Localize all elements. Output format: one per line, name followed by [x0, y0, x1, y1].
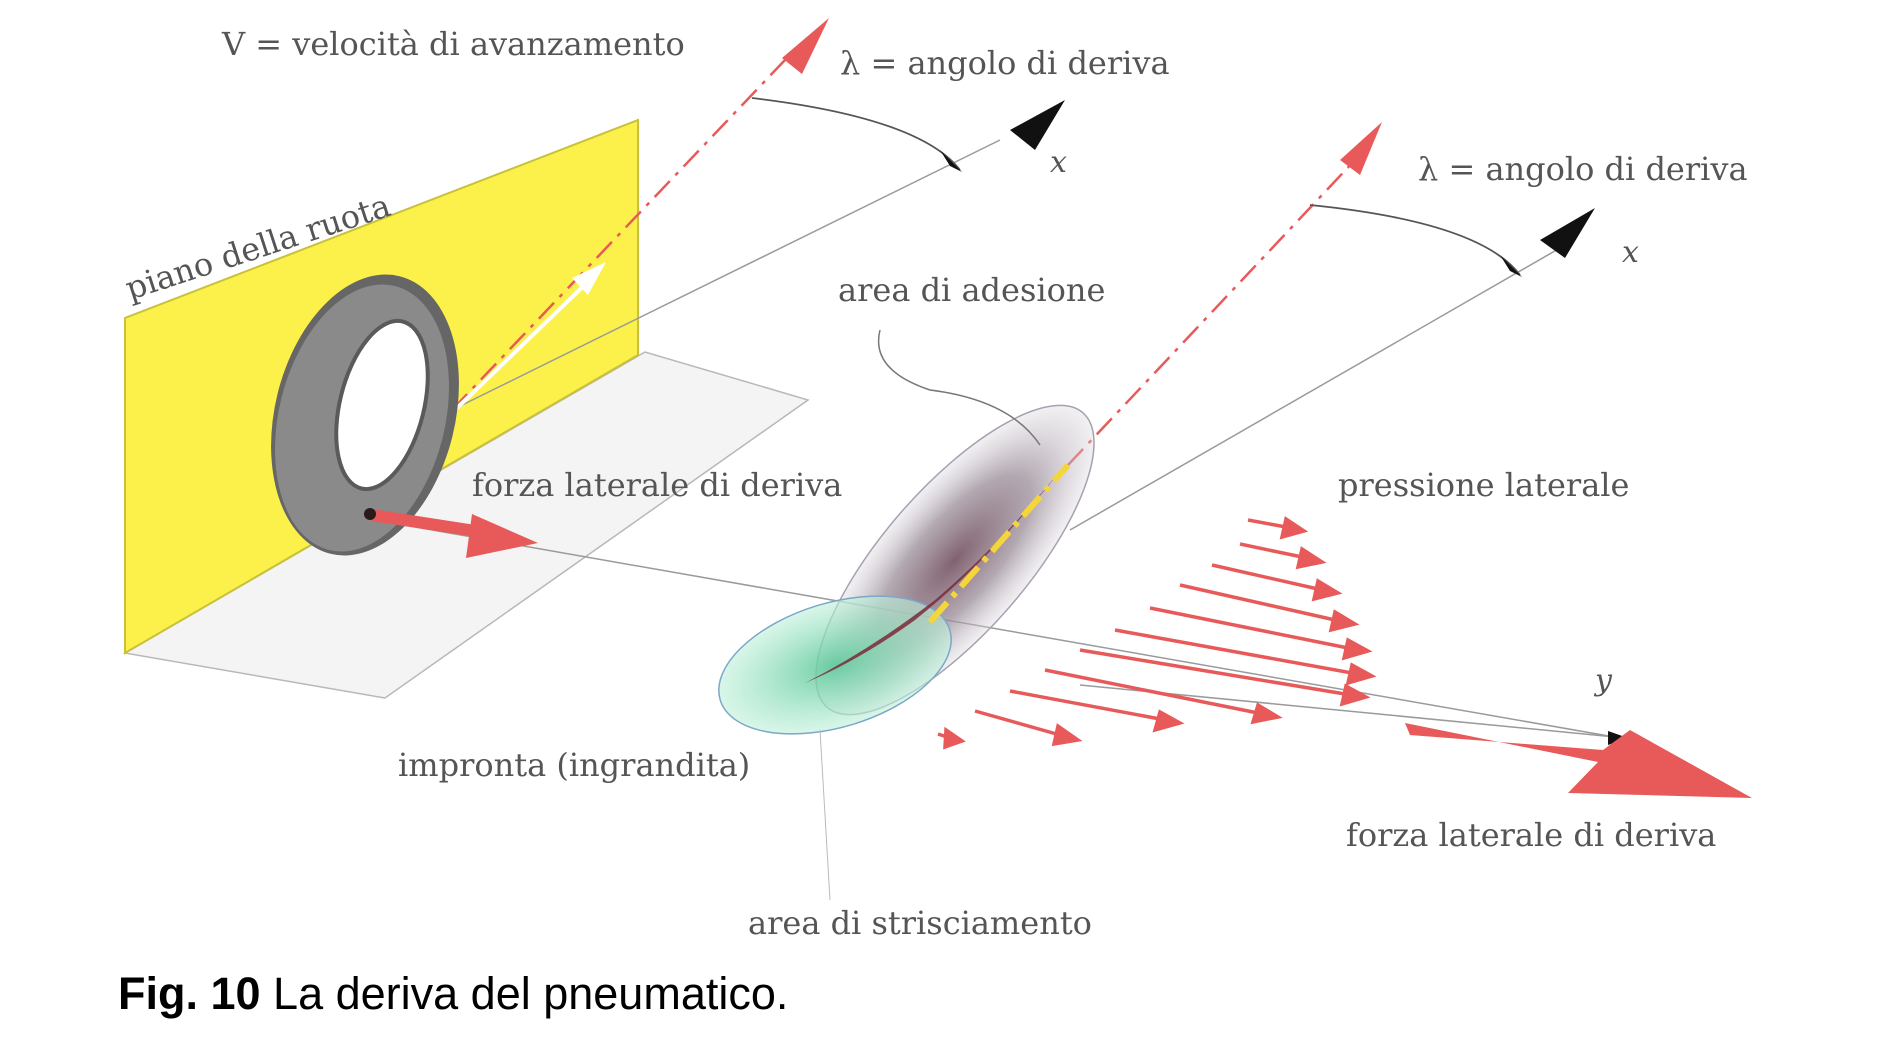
drift-angle-arc-1 [751, 97, 961, 171]
x-axis-arrowhead-1 [1010, 100, 1065, 150]
drift-angle-arc-arrow-1 [940, 150, 962, 172]
center-line [927, 463, 1071, 624]
lateral-force-label-1: forza laterale di deriva [472, 466, 842, 504]
velocity-direction-line-2 [1067, 159, 1356, 466]
adhesion-leader-line [877, 329, 1041, 446]
drift-angle-label-1: λ = angolo di deriva [840, 44, 1170, 82]
lateral-force-arrowhead-1 [466, 514, 538, 558]
axis-x-label-2: x [1622, 235, 1639, 270]
axis-x-label-1: x [1050, 145, 1067, 180]
figure-caption-text: La deriva del pneumatico. [260, 968, 789, 1019]
x-axis-line-2 [1069, 247, 1561, 531]
x-axis-line-1 [451, 139, 1001, 411]
drift-angle-arc-2 [1309, 204, 1521, 276]
figure-caption: Fig. 10 La deriva del pneumatico. [118, 968, 788, 1020]
sliding-area-label: area di strisciamento [748, 904, 1092, 942]
figure-number: Fig. 10 [118, 968, 261, 1019]
contact-line [374, 519, 1621, 739]
adhesion-area-label: area di adesione [838, 271, 1105, 309]
drift-angle-arc-arrow-2 [1500, 255, 1522, 277]
footprint-label: impronta (ingrandita) [398, 746, 750, 784]
sliding-leader-line [819, 729, 831, 901]
axis-y-label: y [1593, 663, 1613, 698]
x-axis-arrowhead-2 [1540, 208, 1595, 258]
lateral-force-arrow-2 [1405, 723, 1752, 798]
velocity-label: V = velocità di avanzamento [221, 25, 685, 63]
y-axis-arrowhead [1608, 731, 1628, 745]
velocity-arrowhead-1 [782, 18, 829, 74]
white-arrow [453, 270, 600, 412]
contact-point [364, 508, 376, 520]
lateral-pressure-label: pressione laterale [1338, 466, 1629, 504]
lateral-force-label-2: forza laterale di deriva [1346, 816, 1716, 854]
tyre [271, 274, 459, 556]
lateral-force-arrow-1 [371, 509, 483, 538]
velocity-direction-line-1 [451, 59, 786, 411]
lateral-pressure-arrows [937, 516, 1377, 750]
velocity-arrowhead-2 [1340, 122, 1382, 175]
drift-angle-label-2: λ = angolo di deriva [1418, 150, 1748, 188]
white-arrowhead [572, 262, 606, 295]
